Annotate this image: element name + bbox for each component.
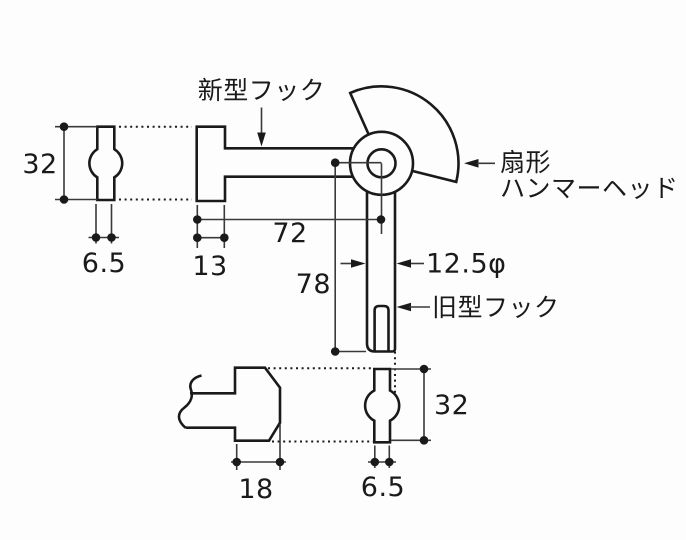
dim-dot [232,457,241,467]
dim-6-5-right: 6.5 [361,445,405,503]
new-pin-front-shape [88,125,124,202]
callout-new-hook: 新型フック [198,76,326,147]
dim-value-6-5-left: 6.5 [82,248,126,279]
dim-dot [193,233,202,242]
callout-fan-hammer-head: 扇形 ハンマーヘッド [464,148,679,203]
left-arrowhead-icon [464,159,479,168]
dim-value-32-right: 32 [434,390,469,421]
shaft-slot-shape [373,304,390,352]
dim-78: 78 [296,158,366,356]
down-arrowhead-icon [257,132,266,147]
old-hook-break-line [177,374,202,429]
dim-value-13: 13 [192,251,227,282]
new-hook-profile-shape [195,125,353,203]
dim-dot [107,233,116,242]
dim-dot [370,457,380,467]
dim-32-left: 32 [22,122,97,204]
dim-dot [330,347,340,356]
dim-value-72: 72 [272,218,307,249]
left-arrowhead-icon [396,259,411,268]
dim-dot [419,364,429,374]
dim-value-18: 18 [238,474,273,505]
old-hook-profile-shape [185,366,282,442]
fan-head-label-line2: ハンマーヘッド [500,174,679,203]
dim-dot [193,215,202,224]
fan-head-label-line1: 扇形 [500,148,551,177]
old-hook-label: 旧型フック [432,293,560,322]
shaft-shape [365,191,397,353]
dim-dot [59,122,69,131]
dim-dot [385,457,394,467]
dim-dot [220,233,229,242]
left-arrowhead-icon [396,302,411,312]
dim-value-12-5-dia: 12.5φ [426,249,506,280]
dim-dot [376,215,386,224]
new-hook-label: 新型フック [198,76,326,105]
dim-value-6-5-right: 6.5 [361,472,405,503]
dim-18: 18 [231,424,286,505]
dim-12-5-dia: 12.5φ [340,249,506,280]
callout-old-hook: 旧型フック [396,293,560,322]
fan-hammer-head-shape [348,85,460,184]
dim-dot [275,457,285,467]
dim-value-78: 78 [296,269,331,300]
dim-dot [91,233,101,242]
dim-32-right: 32 [391,364,469,445]
dim-value-32-left: 32 [22,149,57,180]
dim-6-5-left: 6.5 [82,204,126,279]
dim-dot [59,195,69,204]
right-arrowhead-icon [351,259,366,268]
dim-dot [330,158,340,167]
dim-13: 13 [192,205,229,282]
dim-dot [419,436,429,445]
old-pin-front-shape [363,367,401,444]
dim-72: 72 [193,215,386,249]
